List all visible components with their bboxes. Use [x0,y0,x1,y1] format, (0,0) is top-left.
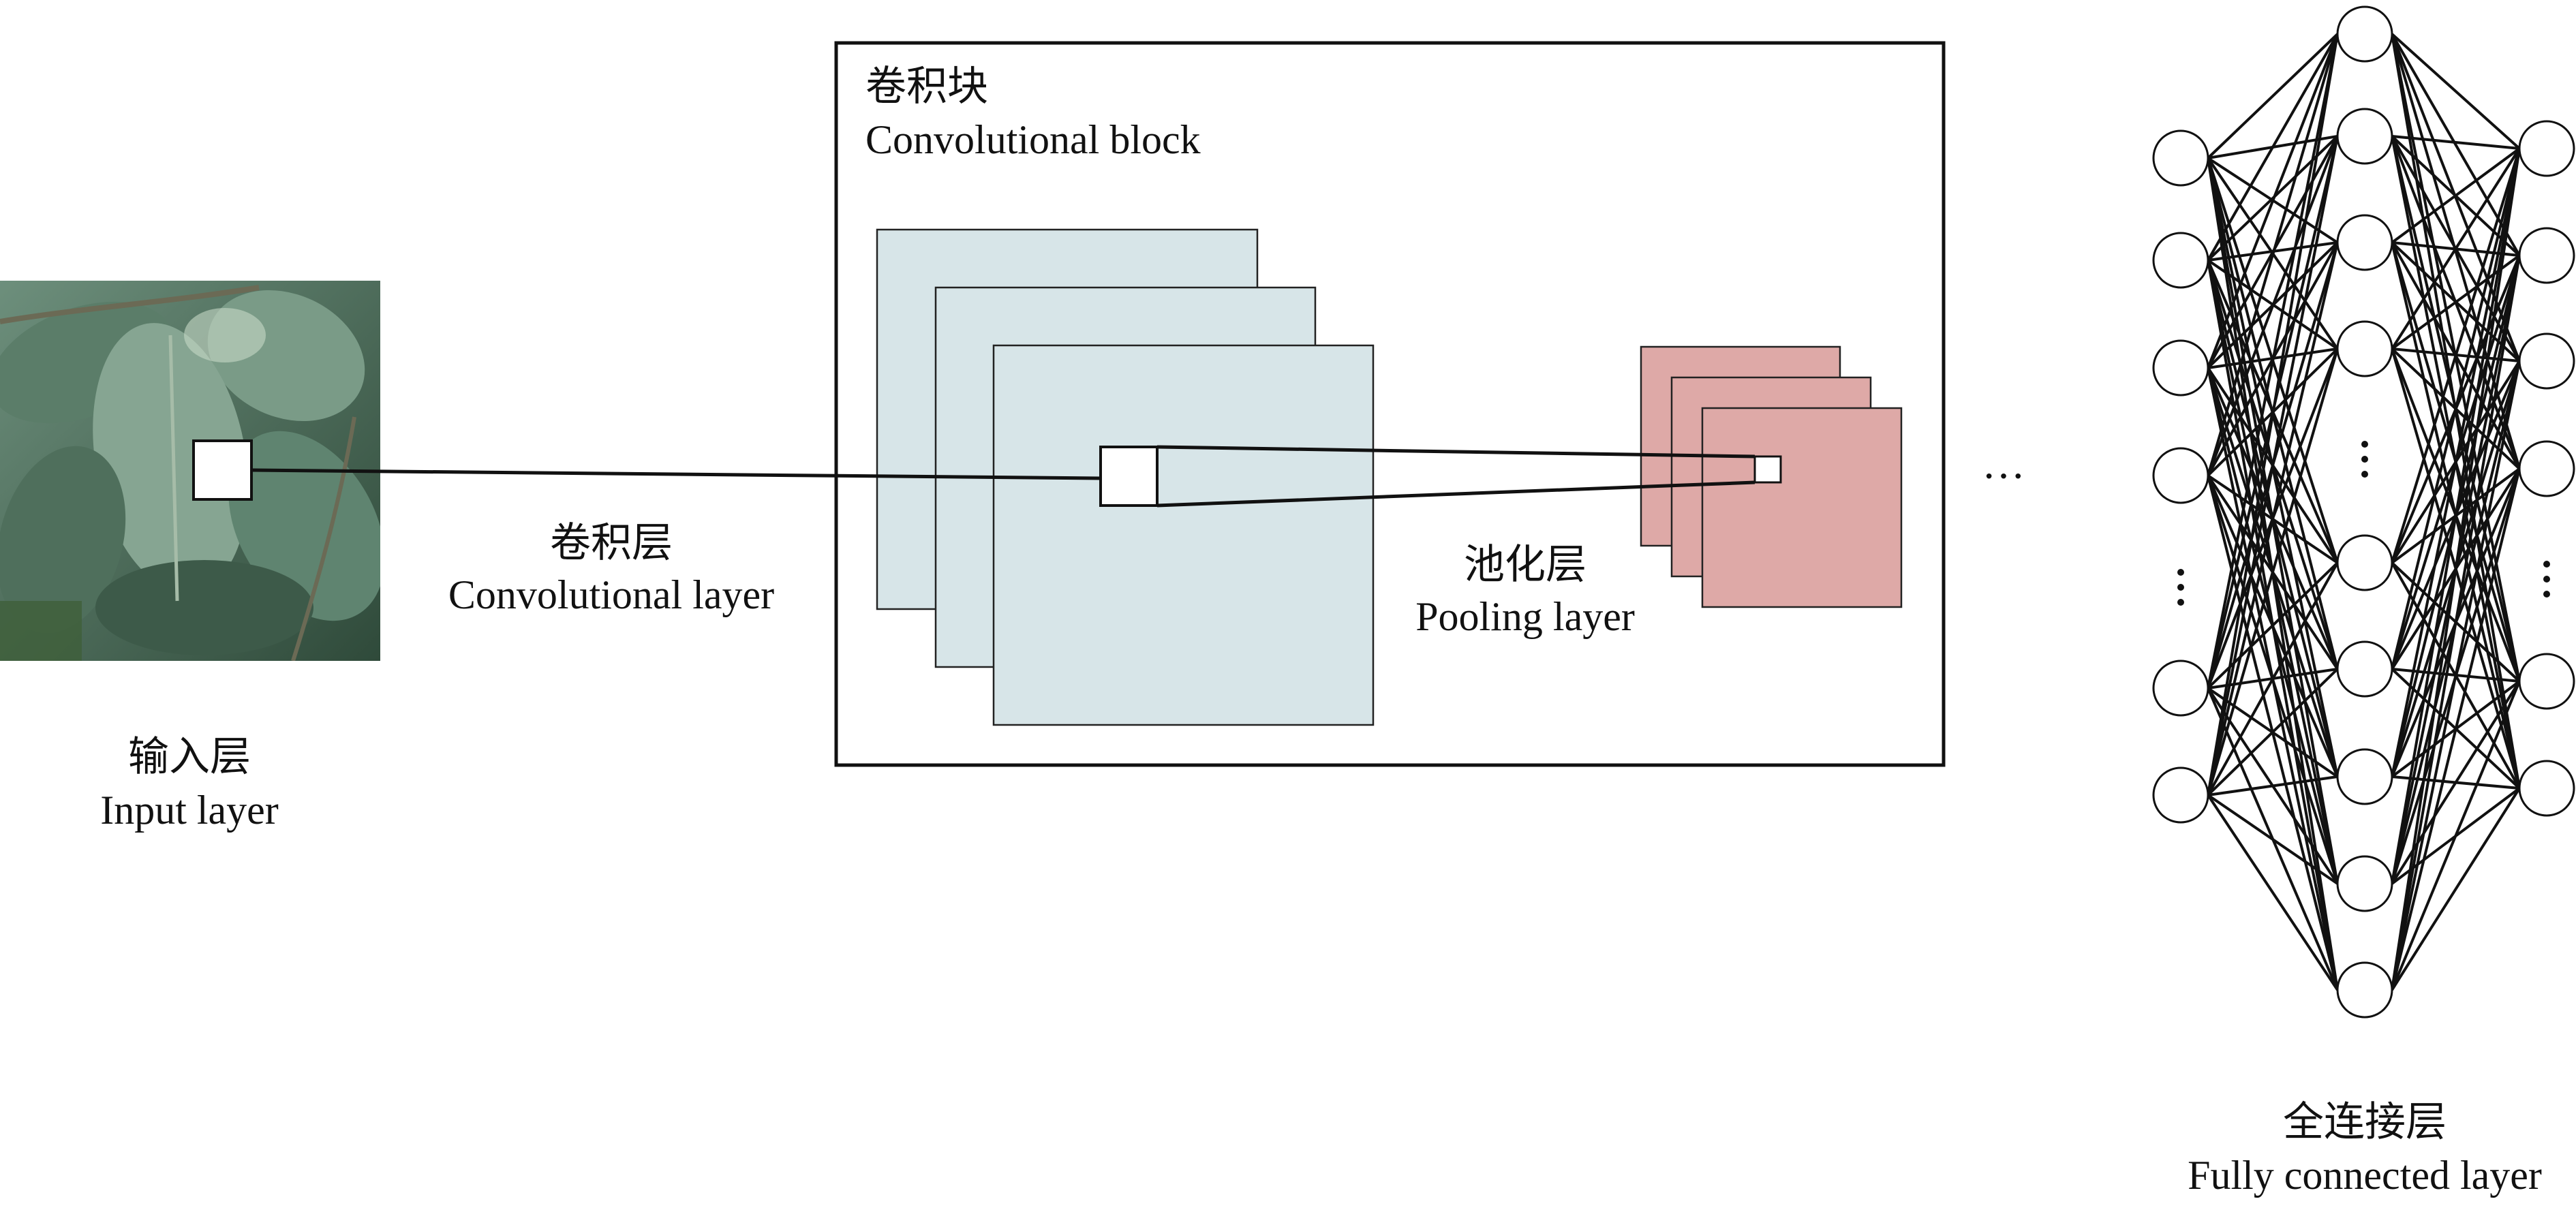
input-layer-label-en: Input layer [100,788,279,833]
pool-receptive-field [1753,455,1782,484]
fc-right-node [2518,332,2575,390]
fc-middle-node [2336,108,2393,165]
pool-layer-label-en: Pooling layer [1415,594,1635,639]
fc-connection [2207,136,2339,796]
fc-connection [2391,148,2521,991]
pool-layer-label-cn: 池化层 [1464,542,1586,587]
fc-nodes [2152,5,2575,1019]
fc-connection [2391,255,2521,991]
fc-middle-node [2336,855,2393,912]
fc-connection [2391,148,2521,777]
input-receptive-field [192,439,253,501]
fc-middle-node [2336,640,2393,698]
fc-right-node [2518,120,2575,177]
fc-left-node [2152,129,2209,187]
fc-middle-node [2336,534,2393,591]
input-to-conv-line [251,468,1101,480]
fc-connection [2391,787,2521,991]
conv-block-label-cn: 卷积块 [865,64,988,109]
fc-connection [2391,147,2521,350]
input-leaf-image [0,281,380,661]
fc-connection [2207,775,2338,796]
fc-connection [2391,681,2521,991]
fc-connection [2391,33,2521,150]
fc-connection [2207,794,2339,885]
conv-receptive-field [1099,446,1159,507]
fc-right-ellipsis [2543,561,2550,598]
fc-connection [2207,33,2339,159]
fc-connection [2207,794,2339,991]
conv-layer-label-cn: 卷积层 [550,521,673,565]
fc-left-node [2152,766,2209,824]
fc-middle-node [2336,5,2393,63]
fc-connection [2391,148,2521,563]
fc-connection [2207,136,2339,476]
conv-block-label-en: Convolutional block [865,117,1201,162]
pool-feature-map [1701,407,1903,608]
fc-connection [2391,468,2521,991]
conv-feature-map [992,344,1375,726]
fc-edges [2207,33,2521,991]
fc-left-node [2152,232,2209,289]
fc-right-node [2518,227,2575,284]
fc-middle-node [2336,320,2393,377]
fc-left-ellipsis [2177,569,2184,606]
fc-connection [2207,668,2339,796]
fc-right-node [2518,760,2575,817]
fc-connection [2207,348,2339,796]
fc-middle-node [2336,961,2393,1019]
conv-layer-label-en: Convolutional layer [448,572,775,617]
fc-connection [2391,135,2520,150]
fc-middle-node [2336,748,2393,805]
fc-connection [2207,33,2339,369]
fc-middle-ellipsis [2361,441,2368,478]
fc-connection [2207,33,2339,689]
fc-left-node [2152,339,2209,397]
fc-left-node [2152,660,2209,717]
input-layer-label-cn: 输入层 [128,734,251,779]
fc-connection [2391,148,2521,884]
fc-connection [2391,360,2521,991]
fc-connection [2207,562,2339,796]
blocks-ellipsis: ··· [1982,452,2025,500]
conv-to-pool-line-bottom [1156,480,1755,508]
fc-layer-label-en: Fully connected layer [2188,1153,2542,1198]
fc-connection [2391,147,2521,244]
fc-connection [2391,148,2521,670]
fc-connection [2207,33,2339,261]
fc-left-node [2152,447,2209,504]
fc-middle-node [2336,214,2393,271]
conv-to-pool-line-top [1156,445,1755,459]
fc-connection [2207,33,2339,476]
fc-connection [2207,242,2339,796]
fc-right-node [2518,440,2575,497]
fc-right-node [2518,653,2575,710]
conv-block-frame [834,41,1946,767]
fc-layer-label-cn: 全连接层 [2283,1100,2447,1145]
fc-connection [2207,33,2339,796]
